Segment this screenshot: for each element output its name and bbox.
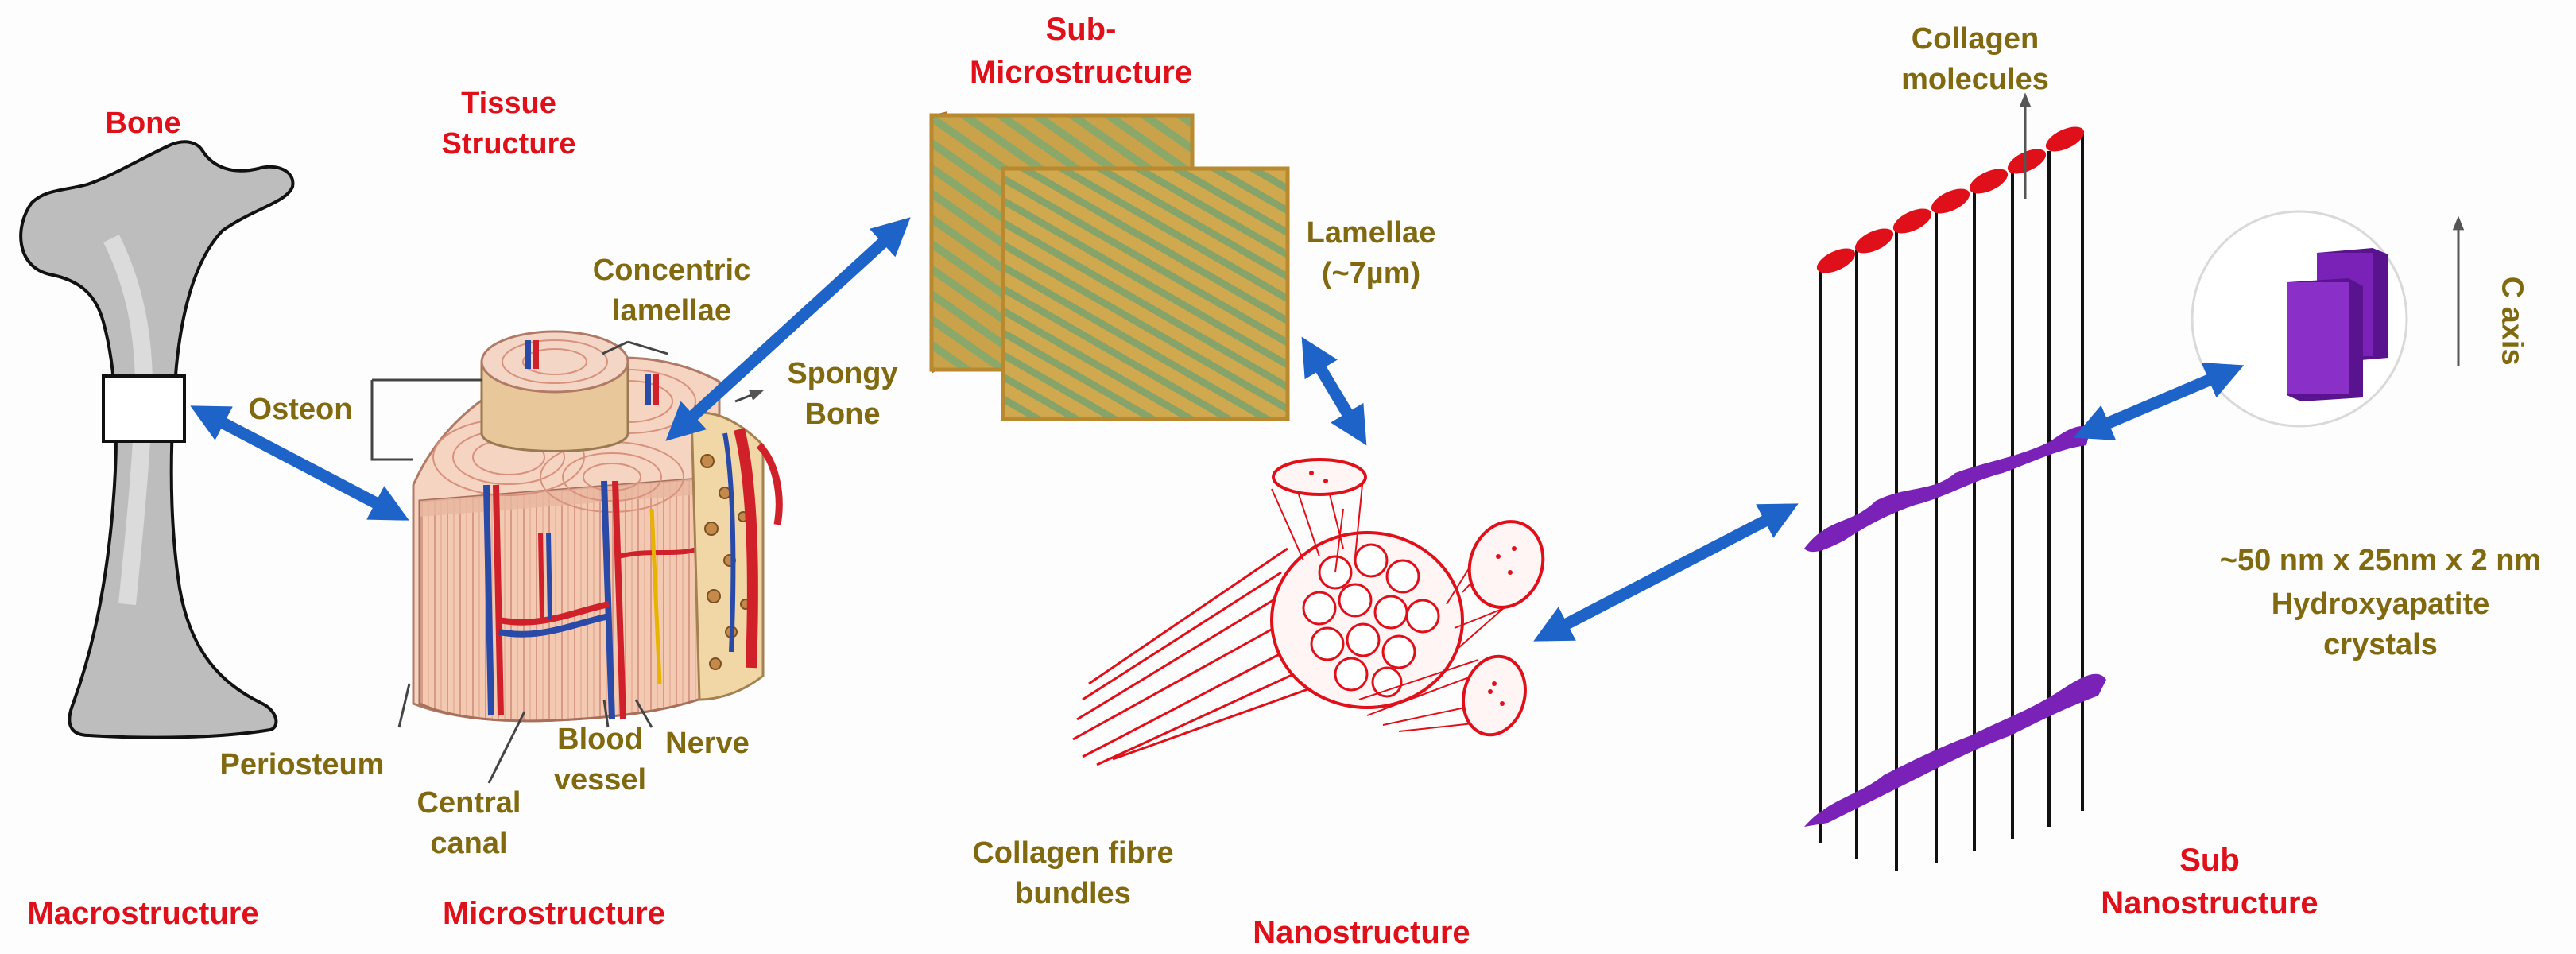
arrow-macro-micro xyxy=(190,405,409,521)
level-sub-microstructure: Sub- Microstructure xyxy=(969,12,1193,90)
label-c-axis: C axis xyxy=(2495,276,2529,366)
label-nerve: Nerve xyxy=(665,727,750,760)
arrow-molecule-crystal xyxy=(2073,363,2245,440)
micro-leader-lines xyxy=(397,340,765,784)
level-macrostructure: Macrostructure xyxy=(27,896,259,931)
level-sub-nanostructure: Sub Nanostructure xyxy=(2101,843,2318,921)
label-crystal-size: ~50 nm x 25nm x 2 nm xyxy=(2219,544,2542,577)
arrow-micro-submicro xyxy=(665,217,911,441)
label-hydroxyapatite-crystals: Hydroxyapatite crystals xyxy=(2271,588,2490,662)
label-spongy-bone: Spongy Bone xyxy=(787,357,898,432)
label-osteon: Osteon xyxy=(248,393,353,426)
osteon-block xyxy=(370,330,783,723)
bone-icon xyxy=(19,140,295,739)
level-microstructure: Microstructure xyxy=(442,896,666,931)
hierarchy-arrows xyxy=(190,217,2245,642)
collagen-fibre-bundle xyxy=(1072,458,1545,766)
arrow-nano-subnano xyxy=(1533,503,1799,642)
label-blood-vessel: Blood vessel xyxy=(553,723,647,797)
label-lamellae: Lamellae (~7µm) xyxy=(1306,216,1436,291)
hydroxyapatite-crystal xyxy=(2191,210,2465,428)
arrow-submicro-nano xyxy=(1301,336,1367,446)
label-collagen-fibre-bundles: Collagen fibre bundles xyxy=(972,836,1174,911)
label-tissue-structure: Tissue Structure xyxy=(441,87,576,161)
level-nanostructure: Nanostructure xyxy=(1253,915,1470,950)
label-bone: Bone xyxy=(105,107,181,140)
label-collagen-molecules: Collagen molecules xyxy=(1901,22,2049,97)
lamellae-plates xyxy=(929,111,1290,421)
label-central-canal: Central canal xyxy=(416,786,521,861)
label-concentric-lamellae: Concentric lamellae xyxy=(592,254,751,328)
label-periosteum: Periosteum xyxy=(219,748,385,781)
collagen-molecule-array xyxy=(1804,92,2106,871)
